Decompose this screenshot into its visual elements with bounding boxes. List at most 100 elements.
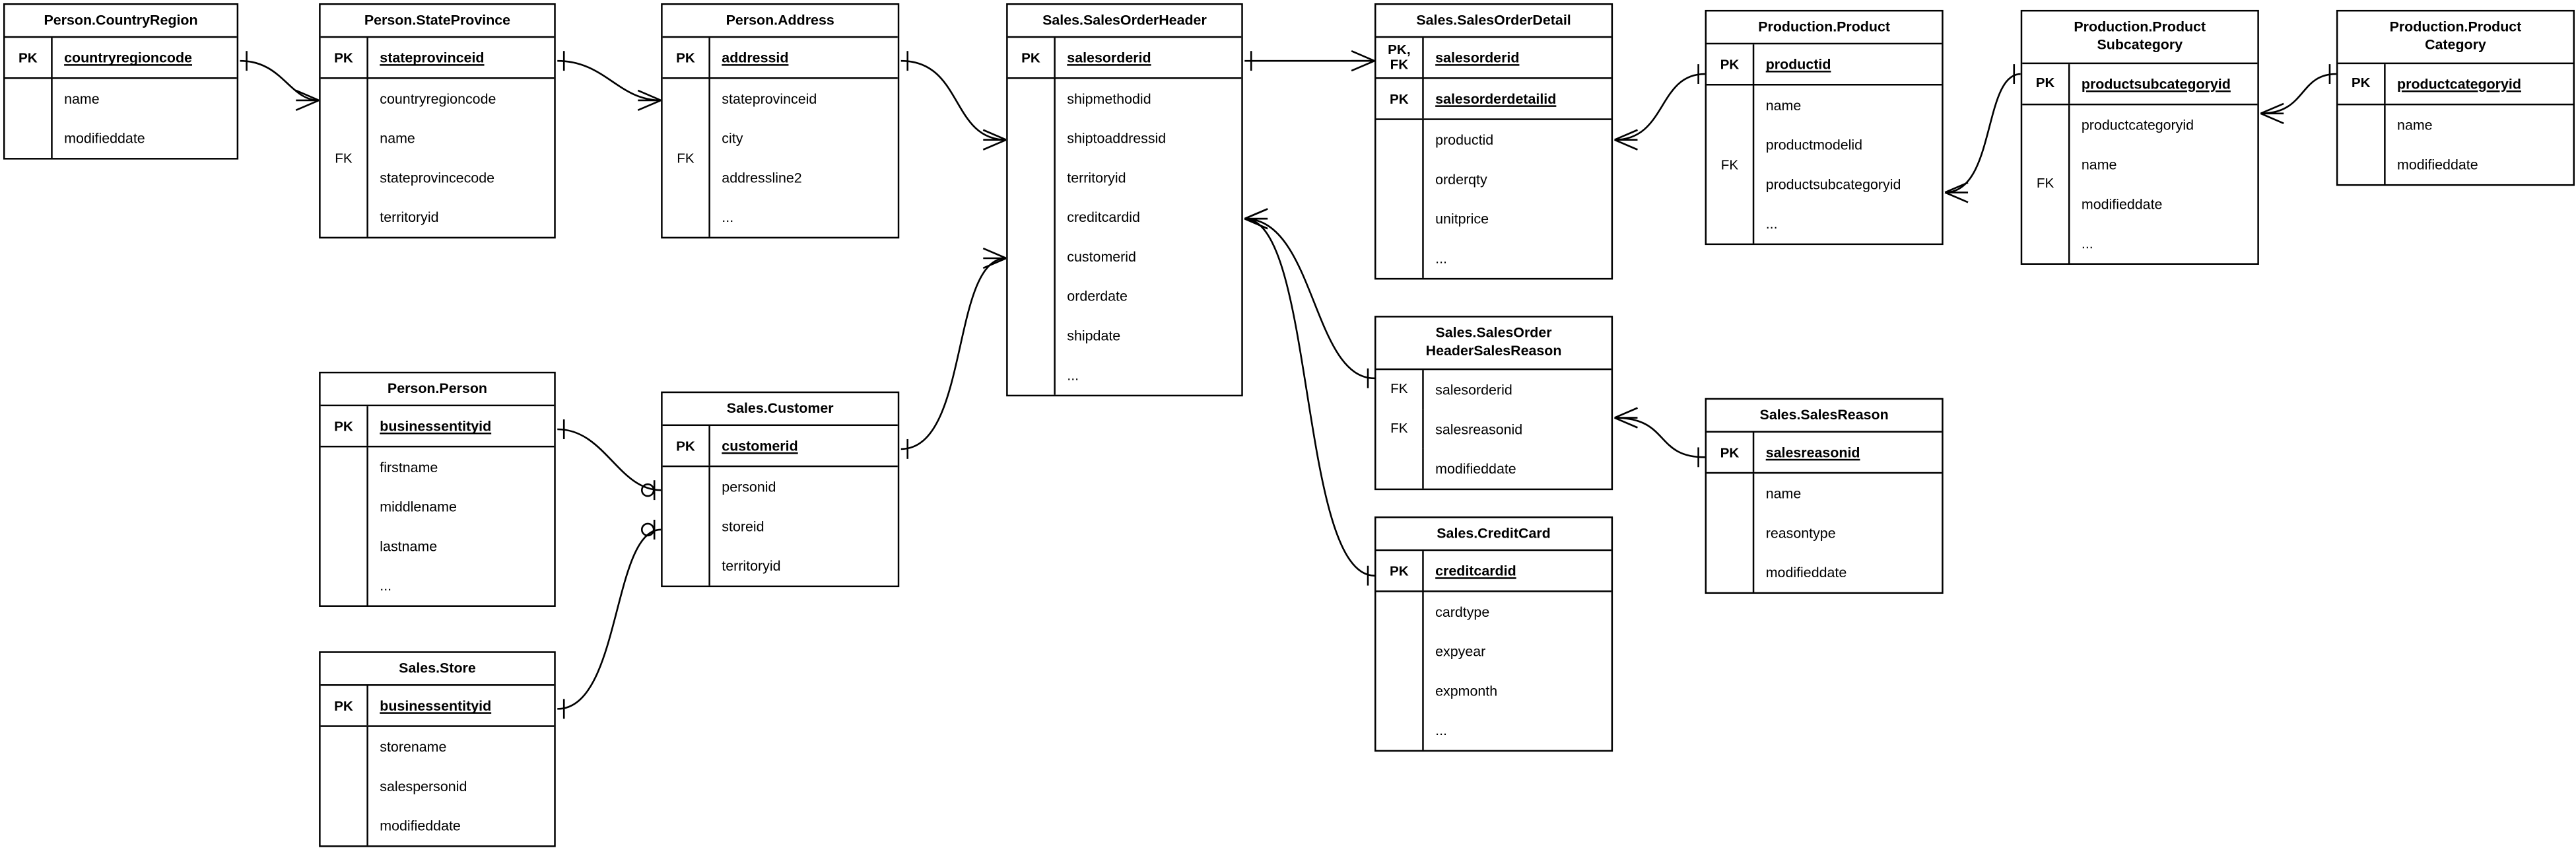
rel-countryregion-stateprovince[interactable] bbox=[240, 51, 320, 112]
column-name: lastname bbox=[380, 538, 438, 555]
column-name: territoryid bbox=[722, 558, 781, 575]
column-name: stateprovincecode bbox=[380, 170, 494, 187]
column-stack: productcategoryid bbox=[2386, 64, 2573, 104]
key-indicator bbox=[321, 727, 368, 847]
column-name: productid bbox=[1435, 132, 1494, 149]
key-indicator: FK bbox=[2022, 104, 2070, 264]
column-name: productsubcategoryid bbox=[2081, 75, 2231, 92]
column-name: addressline2 bbox=[722, 170, 802, 187]
entity-title: Sales.SalesOrder HeaderSalesReason bbox=[1376, 318, 1611, 370]
column-name: countryregioncode bbox=[64, 50, 192, 67]
column-name: productmodelid bbox=[1765, 137, 1863, 154]
column-name: name bbox=[1765, 485, 1802, 503]
column-name: addressid bbox=[722, 50, 789, 67]
rel-salesorderheader-sohsr[interactable] bbox=[1244, 208, 1375, 388]
column-name: ... bbox=[380, 578, 392, 595]
rel-person-customer[interactable] bbox=[557, 419, 661, 501]
column-name: orderqty bbox=[1435, 172, 1487, 188]
column-name: stateprovinceid bbox=[722, 90, 817, 108]
key-indicator: PK bbox=[321, 407, 368, 446]
entity-title: Sales.CreditCard bbox=[1376, 518, 1611, 552]
rel-store-customer[interactable] bbox=[557, 519, 661, 719]
column-name: storename bbox=[380, 739, 447, 756]
column-stack: salesorderdetailid bbox=[1424, 80, 1611, 120]
key-indicator bbox=[1376, 592, 1424, 751]
key-indicator: PK bbox=[5, 38, 53, 79]
column-name: orderdate bbox=[1067, 288, 1128, 305]
column-name: shiptoaddressid bbox=[1067, 130, 1167, 147]
rel-salesorderheader-salesorderdetail[interactable] bbox=[1244, 50, 1375, 72]
rel-sohsr-salesreason[interactable] bbox=[1614, 407, 1705, 468]
column-name: storeid bbox=[722, 518, 764, 536]
rel-product-productsubcategory[interactable] bbox=[1944, 64, 2021, 203]
column-name: ... bbox=[2081, 234, 2093, 252]
rel-productsubcategory-productcategory[interactable] bbox=[2260, 64, 2336, 124]
column-name: customerid bbox=[722, 438, 798, 455]
column-name: customerid bbox=[1067, 249, 1136, 265]
column-name: modifieddate bbox=[1435, 460, 1516, 477]
column-name: salesorderid bbox=[1435, 50, 1520, 67]
column-name: name bbox=[1765, 97, 1802, 114]
entity-title: Sales.SalesOrderHeader bbox=[1007, 5, 1242, 39]
key-indicator: PK bbox=[663, 38, 710, 79]
column-stack: stateprovinceid bbox=[368, 38, 554, 78]
rel-address-salesorderheader[interactable] bbox=[900, 51, 1007, 151]
key-indicator bbox=[321, 448, 368, 606]
entity-title: Person.CountryRegion bbox=[5, 5, 237, 39]
column-name: reasontype bbox=[1765, 525, 1836, 542]
column-stack: countryregioncode bbox=[53, 38, 237, 78]
rel-salesorderdetail-product[interactable] bbox=[1614, 64, 1705, 151]
key-indicator: PK bbox=[1376, 551, 1424, 592]
entity-title: Person.Address bbox=[662, 5, 898, 39]
rel-stateprovince-address[interactable] bbox=[557, 51, 661, 112]
rel-customer-salesorderheader[interactable] bbox=[900, 247, 1007, 459]
column-name: name bbox=[2081, 156, 2117, 173]
column-name: productsubcategoryid bbox=[1765, 176, 1901, 194]
column-stack: salesorderid bbox=[1056, 38, 1241, 78]
column-name: salesreasonid bbox=[1435, 421, 1523, 437]
key-indicator: PK bbox=[321, 38, 368, 79]
entity-title: Production.Product Category bbox=[2338, 11, 2573, 64]
column-stack: salesorderid bbox=[1424, 370, 1611, 409]
entity-title: Person.StateProvince bbox=[320, 5, 555, 39]
column-name: businessentityid bbox=[380, 418, 492, 435]
rel-creditcard-salesorderheader[interactable] bbox=[1244, 208, 1375, 586]
column-name: expyear bbox=[1435, 643, 1486, 660]
column-name: shipdate bbox=[1067, 328, 1121, 345]
column-group: PK countryregioncode bbox=[5, 38, 237, 80]
column-group: personid storeid territoryid bbox=[663, 468, 898, 586]
column-name: firstname bbox=[380, 459, 438, 476]
entity-title: Sales.SalesReason bbox=[1707, 400, 1942, 433]
column-name: personid bbox=[722, 479, 776, 496]
column-name: ... bbox=[1435, 723, 1448, 740]
entity-title: Production.Product bbox=[1707, 11, 1942, 46]
